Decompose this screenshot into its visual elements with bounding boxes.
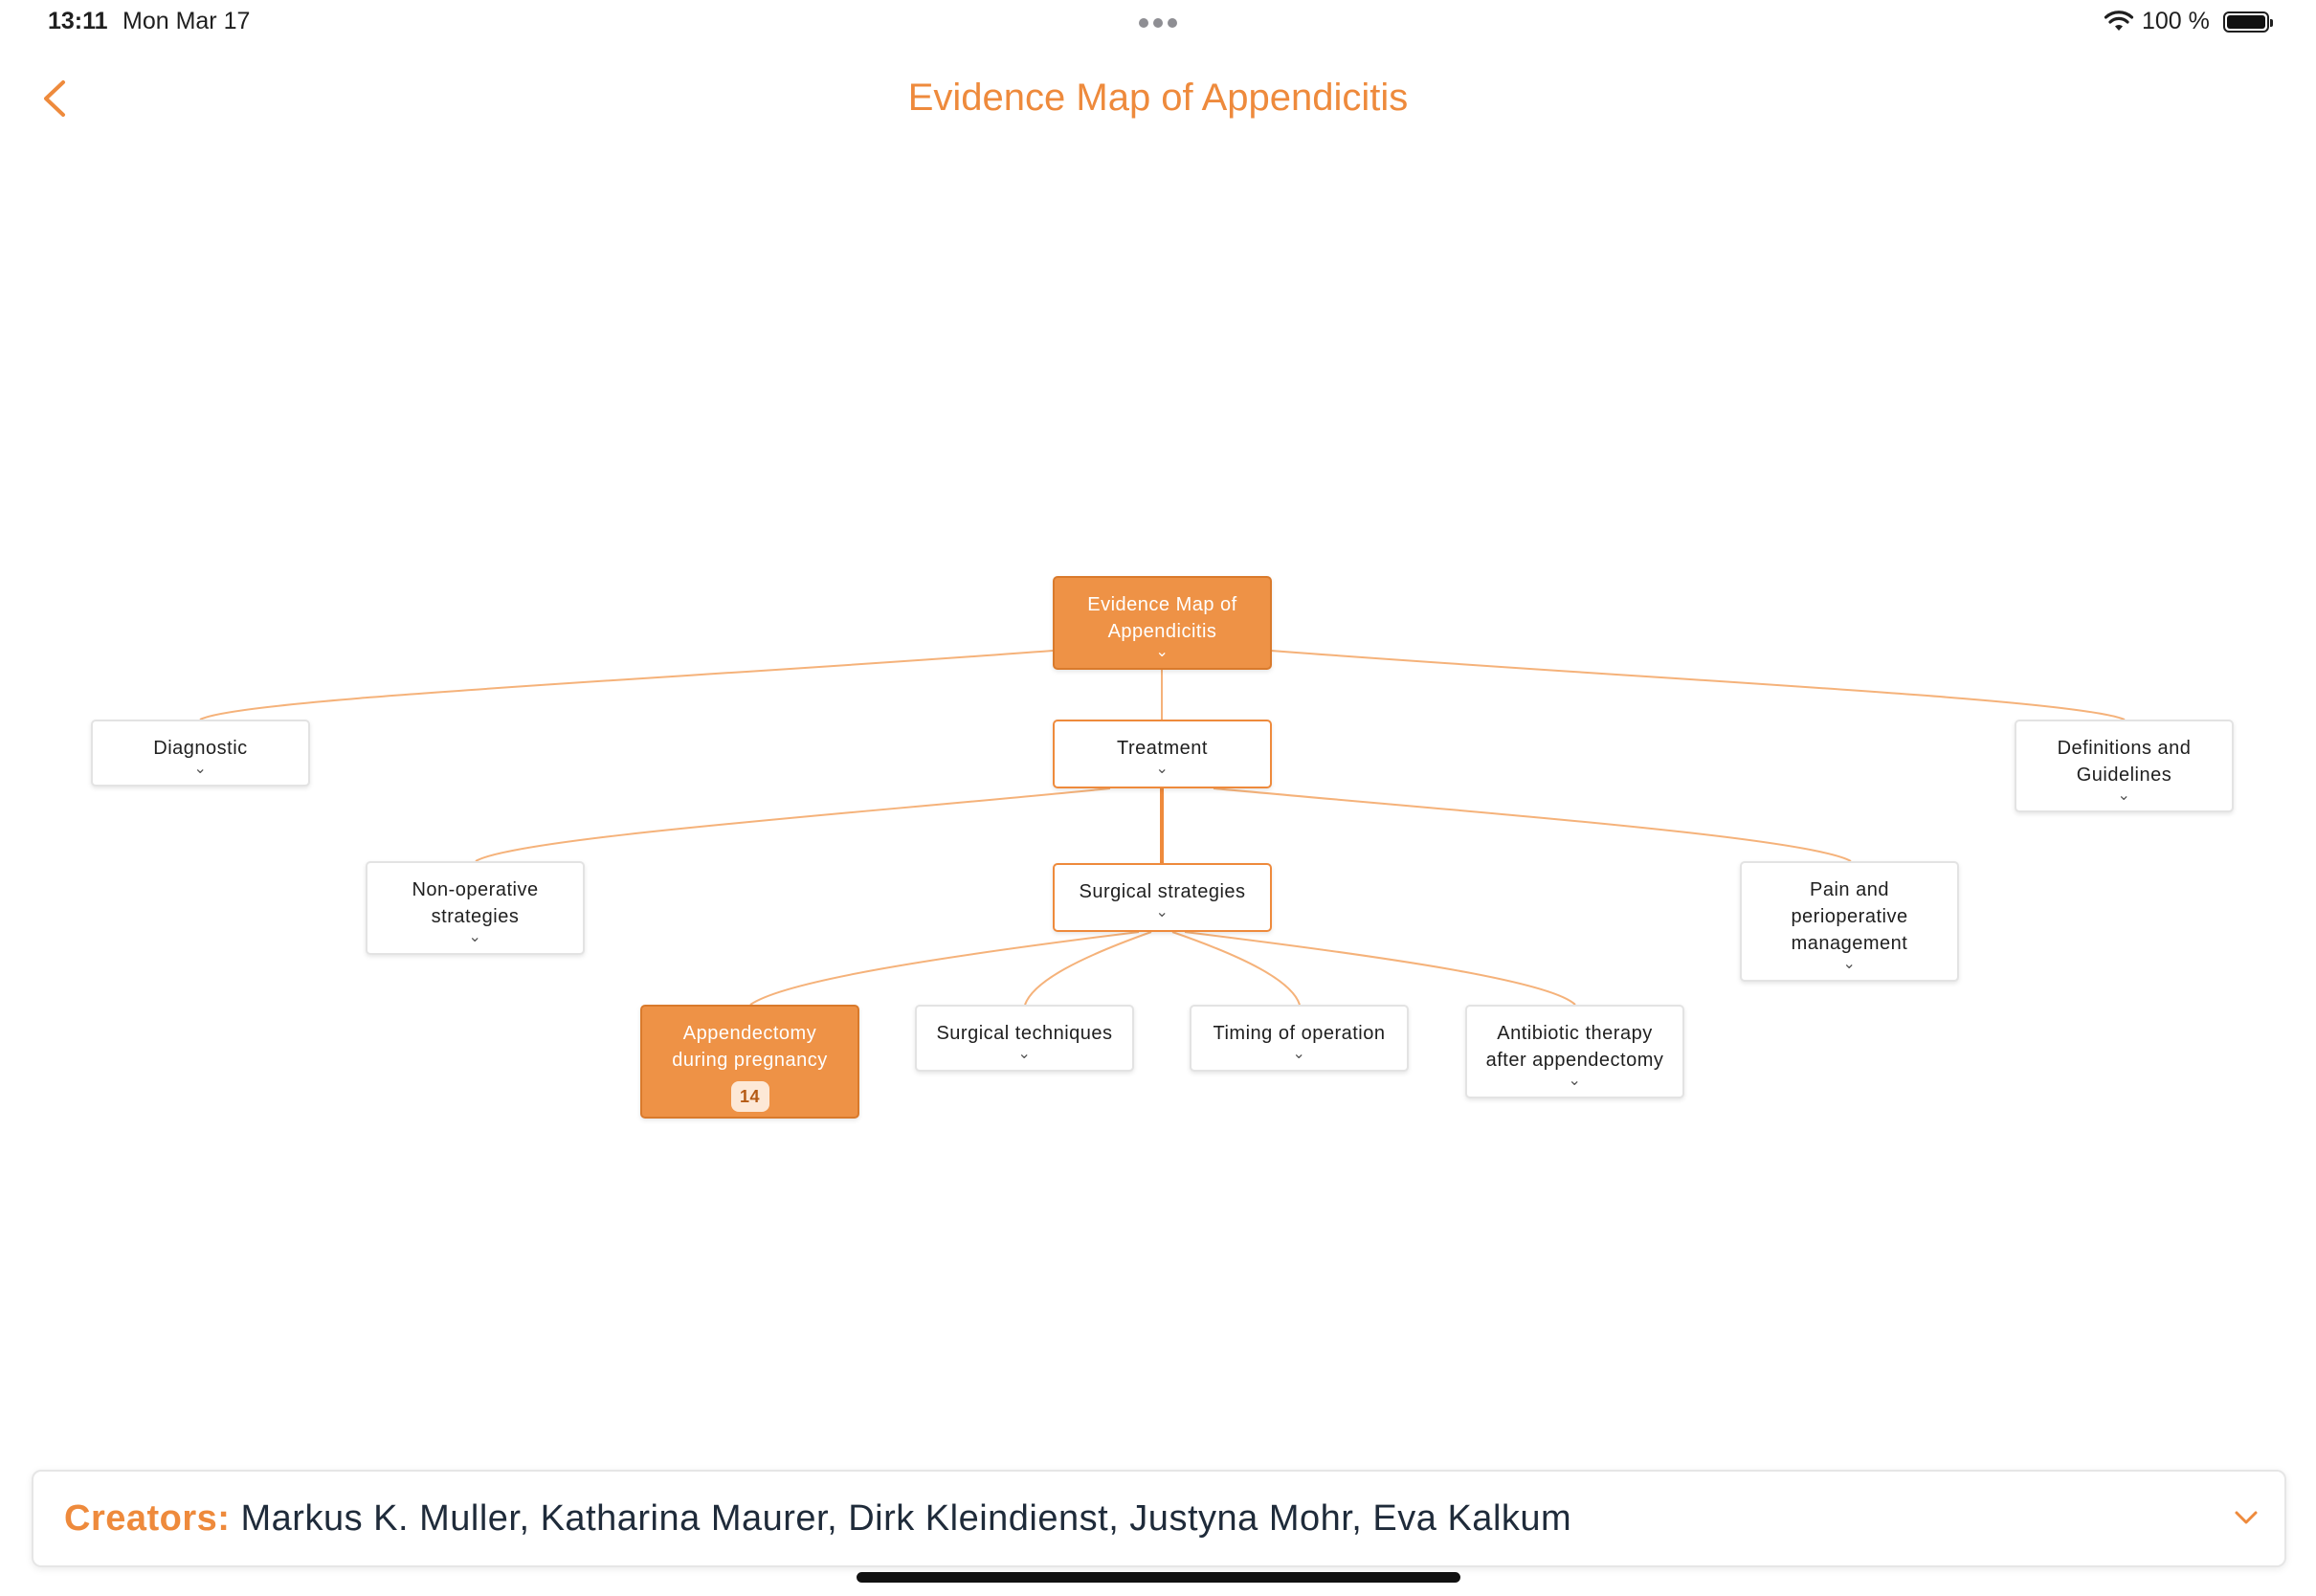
creators-text: Creators: Markus K. Muller, Katharina Ma…	[64, 1498, 1571, 1540]
map-node-timing[interactable]: Timing of operation ⌄	[1190, 1005, 1409, 1072]
chevron-left-icon[interactable]	[36, 75, 75, 122]
chevron-down-icon[interactable]: ⌄	[2117, 787, 2131, 804]
map-node-label: Timing of operation	[1213, 1023, 1386, 1044]
map-node-pain[interactable]: Pain and perioperative management ⌄	[1740, 861, 1959, 982]
link-treatment-pain	[1213, 787, 1852, 862]
creators-panel[interactable]: Creators: Markus K. Muller, Katharina Ma…	[32, 1470, 2286, 1567]
map-node-label: Surgical strategies	[1079, 881, 1246, 902]
map-node-label: Diagnostic	[153, 738, 248, 759]
home-indicator[interactable]	[857, 1572, 1460, 1583]
map-node-label: Antibiotic therapy after appendectomy	[1485, 1023, 1664, 1071]
chevron-down-icon[interactable]: ⌄	[1568, 1073, 1582, 1089]
map-node-label: Definitions and Guidelines	[2057, 738, 2192, 786]
map-node-nonoperative[interactable]: Non-operative strategies ⌄	[366, 861, 585, 955]
map-node-label: Non-operative strategies	[412, 879, 539, 927]
link-surgical-timing	[1171, 931, 1301, 1006]
chevron-down-icon[interactable]: ⌄	[1155, 761, 1169, 777]
map-node-definitions[interactable]: Definitions and Guidelines ⌄	[2015, 720, 2234, 812]
map-node-label: Appendectomy during pregnancy	[672, 1023, 828, 1071]
map-node-diagnostic[interactable]: Diagnostic ⌄	[91, 720, 310, 787]
status-date: Mon Mar 17	[122, 8, 251, 34]
page-title: Evidence Map of Appendicitis	[907, 77, 1409, 119]
chevron-down-icon[interactable]: ⌄	[193, 761, 208, 777]
map-node-techniques[interactable]: Surgical techniques ⌄	[915, 1005, 1134, 1072]
map-node-antibiotic[interactable]: Antibiotic therapy after appendectomy ⌄	[1465, 1005, 1684, 1098]
chevron-down-icon[interactable]: ⌄	[1292, 1046, 1306, 1062]
map-node-label: Evidence Map of Appendicitis	[1087, 594, 1237, 642]
map-node-label: Surgical techniques	[936, 1023, 1113, 1044]
link-surgical-antibiotic	[1184, 931, 1576, 1006]
chevron-down-icon[interactable]: ⌄	[1155, 904, 1169, 920]
chevron-down-icon[interactable]: ⌄	[1842, 956, 1857, 972]
link-treatment-nonoperative	[475, 787, 1111, 862]
map-node-treatment[interactable]: Treatment ⌄	[1053, 720, 1272, 788]
wifi-icon	[2104, 11, 2134, 31]
creators-label: Creators:	[64, 1498, 231, 1539]
evidence-count-badge[interactable]: 14	[730, 1081, 769, 1112]
chevron-down-icon[interactable]: ⌄	[468, 929, 482, 945]
creators-names: Markus K. Muller, Katharina Maurer, Dirk…	[240, 1498, 1572, 1539]
chevron-down-icon[interactable]	[2227, 1498, 2265, 1537]
battery-percentage: 100 %	[2142, 8, 2210, 34]
multitasking-dots-icon[interactable]	[1139, 15, 1183, 28]
map-node-pregnancy[interactable]: Appendectomy during pregnancy 14	[640, 1005, 859, 1119]
status-time: 13:11	[48, 8, 108, 34]
link-surgical-techniques	[1024, 931, 1152, 1006]
link-surgical-pregnancy	[749, 931, 1140, 1006]
link-root-diagnostic	[199, 650, 1054, 720]
chevron-down-icon[interactable]: ⌄	[1017, 1046, 1032, 1062]
chevron-down-icon[interactable]: ⌄	[1155, 644, 1169, 660]
map-node-root[interactable]: Evidence Map of Appendicitis ⌄	[1053, 576, 1272, 670]
link-root-definitions	[1270, 650, 2126, 720]
battery-icon	[2223, 11, 2273, 33]
map-node-label: Treatment	[1117, 738, 1208, 759]
status-bar: 13:11 Mon Mar 17 100 %	[0, 0, 2316, 48]
map-node-label: Pain and perioperative management	[1791, 879, 1908, 954]
map-node-surgical[interactable]: Surgical strategies ⌄	[1053, 863, 1272, 932]
